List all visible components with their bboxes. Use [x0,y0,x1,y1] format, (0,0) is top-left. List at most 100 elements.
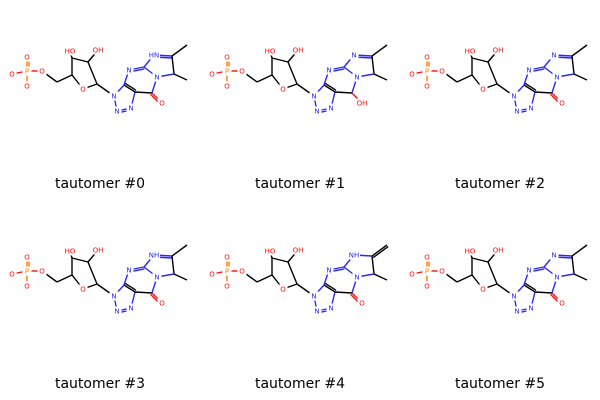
atom-label-bg [148,50,160,60]
atom-label: N [311,293,316,301]
atom-label-bg [222,66,232,76]
atom-label-bg [512,106,522,116]
atom-label: N [526,267,531,275]
atom-label-bg [278,84,288,94]
bond [487,61,498,85]
atom-label-bg [524,65,534,75]
atom-label: O [24,54,30,62]
atom-label-bg [309,291,319,301]
atom-label: N [511,93,516,101]
atom-label-bg [552,72,562,82]
atom-label: OH [293,47,304,55]
atom-label: N [326,267,331,275]
atom-label: O [424,83,430,91]
bond [134,291,153,294]
atom-label-bg [357,298,367,308]
atom-label: O [409,271,415,279]
atom-label-bg [92,245,104,255]
bond [471,257,489,263]
atom-label-bg [222,266,232,276]
atom-label: N [354,274,359,282]
bond [371,255,375,275]
tautomer-caption-4: tautomer #4 [254,376,346,392]
atom-label: N [311,93,316,101]
atom-label-bg [512,306,522,316]
tautomer-caption-3: tautomer #3 [54,376,146,392]
bond [373,73,388,81]
atom-label: HN [149,52,160,60]
atom-label: N [554,74,559,82]
atom-label: OH [493,47,504,55]
bond [371,55,375,75]
atom-label-bg [112,106,122,116]
bond [171,55,175,75]
atom-label: OH [93,47,104,55]
atom-label: O [559,300,565,308]
atom-label-bg [552,272,562,282]
atom-label: N [114,308,119,316]
atom-label-bg [292,45,304,55]
atom-label: OH [93,247,104,255]
atom-label-bg [64,246,76,256]
atom-label: N [514,308,519,316]
bond [171,255,175,275]
atom-label-bg [126,103,136,113]
atom-label-bg [37,266,47,276]
atom-label-bg [549,250,559,260]
atom-label: HO [265,48,276,56]
atom-label: O [480,86,486,94]
bond [171,244,188,257]
atom-label: O [80,86,86,94]
atom-label: P [425,68,429,76]
atom-label: O [239,68,245,76]
atom-label: N [154,274,159,282]
atom-label-bg [112,306,122,316]
atom-label: N [154,74,159,82]
atom-label-bg [509,91,519,101]
atom-label: NH [149,252,160,260]
atom-label: O [239,268,245,276]
atom-label-bg [157,298,167,308]
atom-label: O [480,286,486,294]
bond [56,274,73,283]
atom-label-bg [292,245,304,255]
atom-label: OH [293,247,304,255]
atom-label-bg [422,252,432,262]
atom-label: N [314,108,319,116]
atom-label-bg [22,52,32,62]
atom-label-bg [312,106,322,116]
atom-label: N [551,52,556,60]
atom-label-bg [324,65,334,75]
atom-label: O [209,271,215,279]
atom-label-bg [237,66,247,76]
atom-label-bg [278,284,288,294]
double-bond [323,284,336,293]
atom-label: N [126,67,131,75]
atom-label: N [314,308,319,316]
atom-label: N [351,52,356,60]
atom-label-bg [264,246,276,256]
atom-label-bg [349,50,359,60]
atom-label-bg [352,272,362,282]
atom-label: N [326,67,331,75]
atom-label-bg [478,284,488,294]
atom-label-bg [464,246,476,256]
atom-label: O [439,68,445,76]
bond [471,57,489,63]
atom-label-bg [78,284,88,294]
atom-label: P [225,68,229,76]
bond [571,244,588,257]
atom-label-bg [124,265,134,275]
atom-label-bg [422,52,432,62]
atom-label: O [24,283,30,291]
atom-label-bg [326,303,336,313]
double-bond [324,82,337,91]
atom-label-bg [7,69,17,79]
atom-label: N [526,67,531,75]
